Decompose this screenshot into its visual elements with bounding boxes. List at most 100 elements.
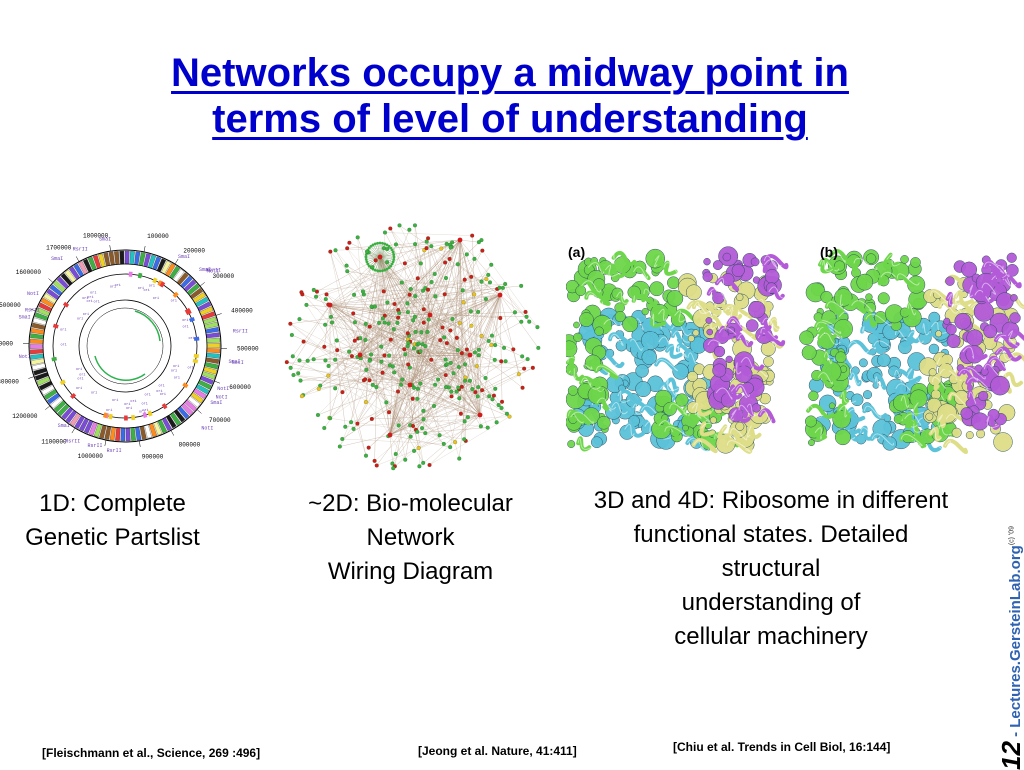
ribosome-density [866,294,873,301]
caption-line: functional states. Detailed [555,518,987,552]
protein-node [368,325,372,329]
network-figure [270,205,555,475]
protein-node [504,359,508,363]
protein-node [292,373,296,377]
caption-3d-4d: 3D and 4D: Ribosome in different functio… [555,484,987,654]
gene-segment [30,339,43,344]
protein-node [463,419,467,423]
ribosome-density [859,359,867,367]
protein-node [383,231,387,235]
ribosome-density [808,391,818,401]
protein-node [324,297,328,301]
ribosome-density [707,329,713,335]
hub-node [358,353,363,358]
protein-node [501,286,505,290]
ribosome-density [682,425,688,431]
coordinate-tick-label: 700000 [209,417,231,424]
ribosome-helix [578,438,589,449]
ribosome-density [591,437,602,448]
protein-node [374,385,378,389]
citation-chiu: [Chiu et al. Trends in Cell Biol, 16:144… [673,740,890,754]
protein-node [316,413,320,417]
ribosome-density [704,258,711,265]
protein-node [493,387,497,391]
ribosome-density [835,352,846,363]
protein-node [406,331,410,335]
protein-node [384,401,388,405]
hub-node [458,238,463,243]
protein-node [368,378,372,382]
protein-node [412,346,416,350]
ribosome-density [799,331,813,345]
restriction-site-label: SmaI [99,237,111,243]
protein-node [438,433,442,437]
protein-node [381,317,385,321]
protein-node [409,435,413,439]
protein-node [480,249,484,253]
protein-node [470,234,474,238]
hub-node [428,313,433,318]
protein-node [317,387,321,391]
operon-arc [195,359,196,363]
caption-line: 3D and 4D: Ribosome in different [555,484,987,518]
ribosome-density [703,272,713,282]
protein-node [406,344,410,348]
protein-node [324,359,328,363]
gene-segment [121,428,125,441]
restriction-site-label: NotI [201,426,213,432]
protein-node [290,333,294,337]
protein-node [397,311,401,315]
operon-text: ori [60,343,66,348]
ribosome-label-a: (a) [568,244,585,260]
protein-node [497,403,501,407]
gene-segment [206,353,219,358]
operon-arc [109,416,113,417]
protein-node [334,248,338,252]
protein-node [416,276,420,280]
slide-footer: 12 - Lectures.GersteinLab.org(c) '09 [996,526,1024,770]
ribosome-density [597,416,610,429]
protein-node [480,280,484,284]
caption-line: Network [278,521,543,555]
protein-node [436,378,440,382]
protein-node [423,431,427,435]
coordinate-tick [200,282,205,286]
hub-node [408,383,413,388]
protein-node [345,264,349,268]
protein-node [417,342,421,346]
restriction-site-label: RsrII [233,328,248,334]
protein-node [421,342,425,346]
protein-node [503,282,507,286]
protein-node [413,294,417,298]
caption-line: Genetic Partslist [5,521,220,555]
protein-node [465,253,469,257]
protein-node [457,457,461,461]
title-line-1: Networks occupy a midway point in [171,50,849,96]
protein-node [351,312,355,316]
protein-node [473,257,477,261]
protein-node [330,321,334,325]
protein-node [370,417,374,421]
protein-node [403,458,407,462]
protein-node [302,340,306,344]
protein-node [363,377,367,381]
ribosome-density [851,394,863,406]
protein-node [460,385,464,389]
operon-text: ori [171,368,177,373]
protein-node [476,394,480,398]
operon-text: ori [156,389,162,394]
restriction-site-label: NotI [27,291,39,297]
ribosome-density [929,344,939,354]
protein-node [376,269,379,272]
coordinate-tick [110,245,111,251]
coordinate-tick [214,381,220,383]
protein-node [392,251,395,254]
protein-node [396,316,400,320]
footer-site-link[interactable]: Lectures.GersteinLab.org [1007,545,1024,728]
protein-node [396,321,400,325]
slide-number: 12 [996,741,1024,770]
protein-node [385,260,389,264]
operon-arc [161,284,164,286]
protein-node [428,463,432,467]
genome-map-figure: orioriorioriorioriorioriorioriorioriorio… [0,228,262,464]
